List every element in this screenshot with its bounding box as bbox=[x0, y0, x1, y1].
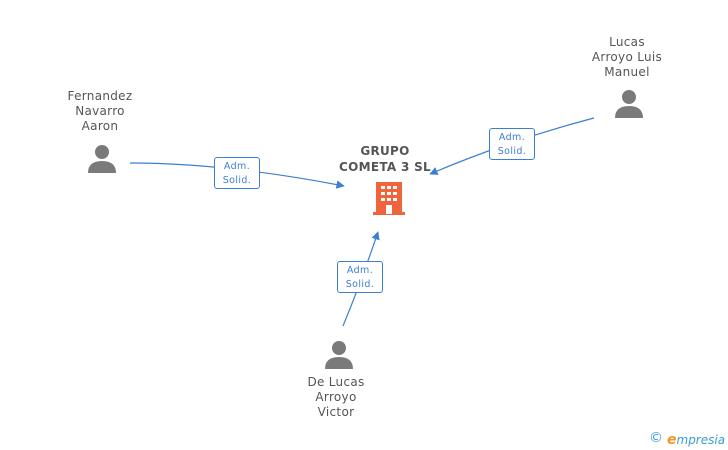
person-name-fernandez[interactable]: Fernandez Navarro Aaron bbox=[50, 89, 150, 134]
building-icon[interactable] bbox=[373, 180, 405, 216]
relation-line1: Adm. bbox=[498, 132, 526, 143]
company-name-line1: GRUPO bbox=[360, 144, 410, 158]
person-name-delucas[interactable]: De Lucas Arroyo Victor bbox=[286, 375, 386, 420]
person-name-line: Arroyo Luis bbox=[591, 50, 663, 64]
logo-initial: e bbox=[667, 431, 677, 448]
person-icon[interactable] bbox=[614, 89, 644, 119]
relation-line1: Adm. bbox=[346, 265, 374, 276]
person-name-line: Aaron bbox=[81, 119, 119, 133]
person-name-line: De Lucas bbox=[307, 375, 365, 389]
relation-line1: Adm. bbox=[223, 161, 251, 172]
person-name-line: Fernandez bbox=[67, 89, 133, 103]
person-name-lucas[interactable]: Lucas Arroyo Luis Manuel bbox=[577, 35, 677, 80]
person-name-line: Arroyo bbox=[315, 390, 357, 404]
relation-line2: Solid. bbox=[497, 146, 527, 157]
person-name-line: Navarro bbox=[75, 104, 125, 118]
person-name-line: Lucas bbox=[609, 35, 645, 49]
empresia-watermark: © empresia bbox=[649, 428, 725, 448]
person-name-line: Victor bbox=[317, 405, 355, 419]
company-name[interactable]: GRUPO COMETA 3 SL bbox=[330, 143, 440, 175]
relation-label-delucas[interactable]: Adm. Solid. bbox=[337, 261, 383, 293]
company-name-line2: COMETA 3 SL bbox=[339, 160, 431, 174]
relation-label-lucas[interactable]: Adm. Solid. bbox=[489, 128, 535, 160]
person-icon[interactable] bbox=[87, 144, 117, 174]
person-name-line: Manuel bbox=[604, 65, 650, 79]
person-icon[interactable] bbox=[324, 340, 354, 370]
logo-text: mpresia bbox=[676, 432, 726, 447]
relation-line2: Solid. bbox=[345, 279, 375, 290]
copyright-icon: © bbox=[649, 430, 663, 446]
empresia-logo: empresia bbox=[667, 429, 725, 448]
relation-line2: Solid. bbox=[222, 175, 252, 186]
relation-label-fernandez[interactable]: Adm. Solid. bbox=[214, 157, 260, 189]
